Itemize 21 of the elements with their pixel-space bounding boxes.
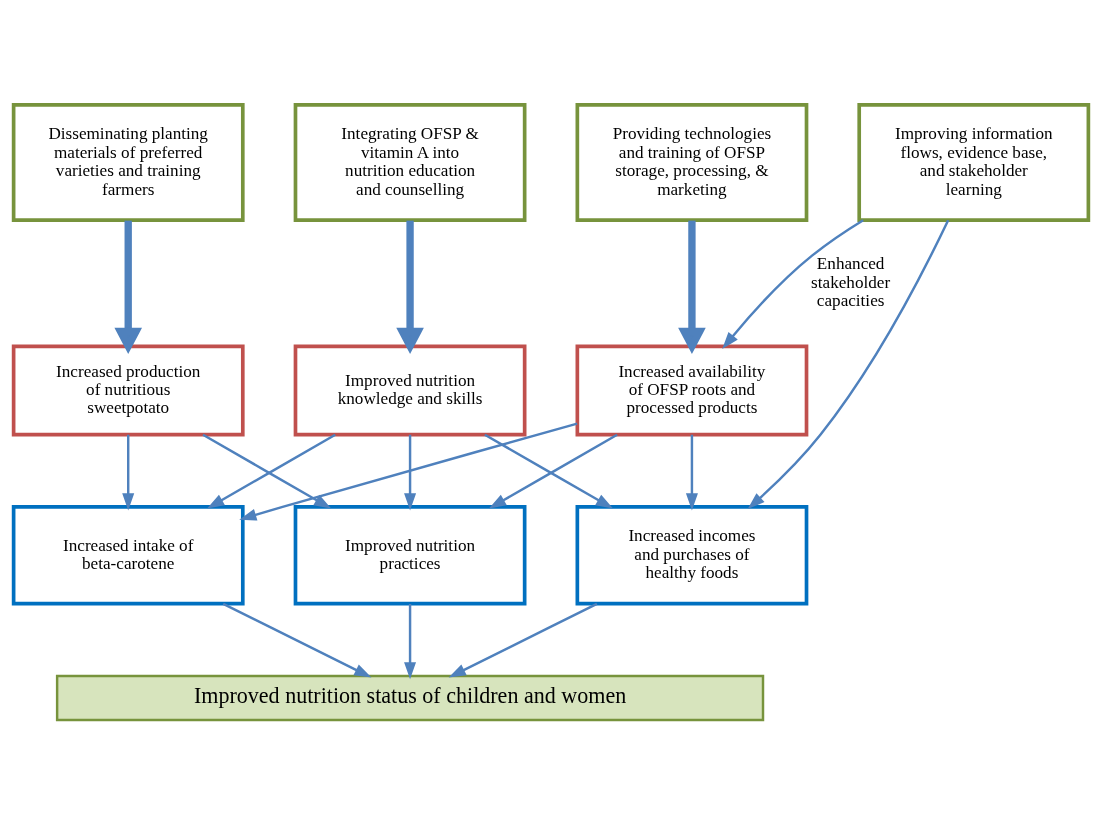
node-box: Improved nutrition status of children and women (55, 674, 765, 722)
arrow (222, 602, 372, 678)
node-box: Increased production of nutritious sweetpotato (11, 344, 245, 437)
edge-label: Enhanced stakeholder capacities (811, 254, 891, 311)
node-box: Improved nutrition knowledge and skills (293, 344, 527, 437)
node-box: Integrating OFSP & vitamin A into nutrition education and counselling (293, 103, 527, 222)
arrow (448, 602, 598, 678)
node-box: Improved nutrition practices (293, 505, 527, 606)
arrow (122, 434, 135, 511)
arrow (404, 434, 417, 511)
arrow (239, 422, 578, 521)
node-box: Increased intake of beta-carotene (11, 505, 245, 606)
node-box: Disseminating planting materials of preferred varieties and training farmers (11, 103, 245, 222)
arrow (722, 219, 864, 350)
node-box: Increased availability of OFSP roots and processed products (575, 344, 809, 437)
arrow (404, 604, 417, 680)
arrow (747, 219, 950, 510)
node-box: Increased incomes and purchases of healthy foods (575, 505, 809, 606)
node-box: Improving information flows, evidence base, and stakeholder learning (857, 103, 1091, 222)
arrow (685, 434, 698, 511)
node-box: Providing technologies and training of OFSP storage, processing, & marketing (575, 103, 809, 222)
